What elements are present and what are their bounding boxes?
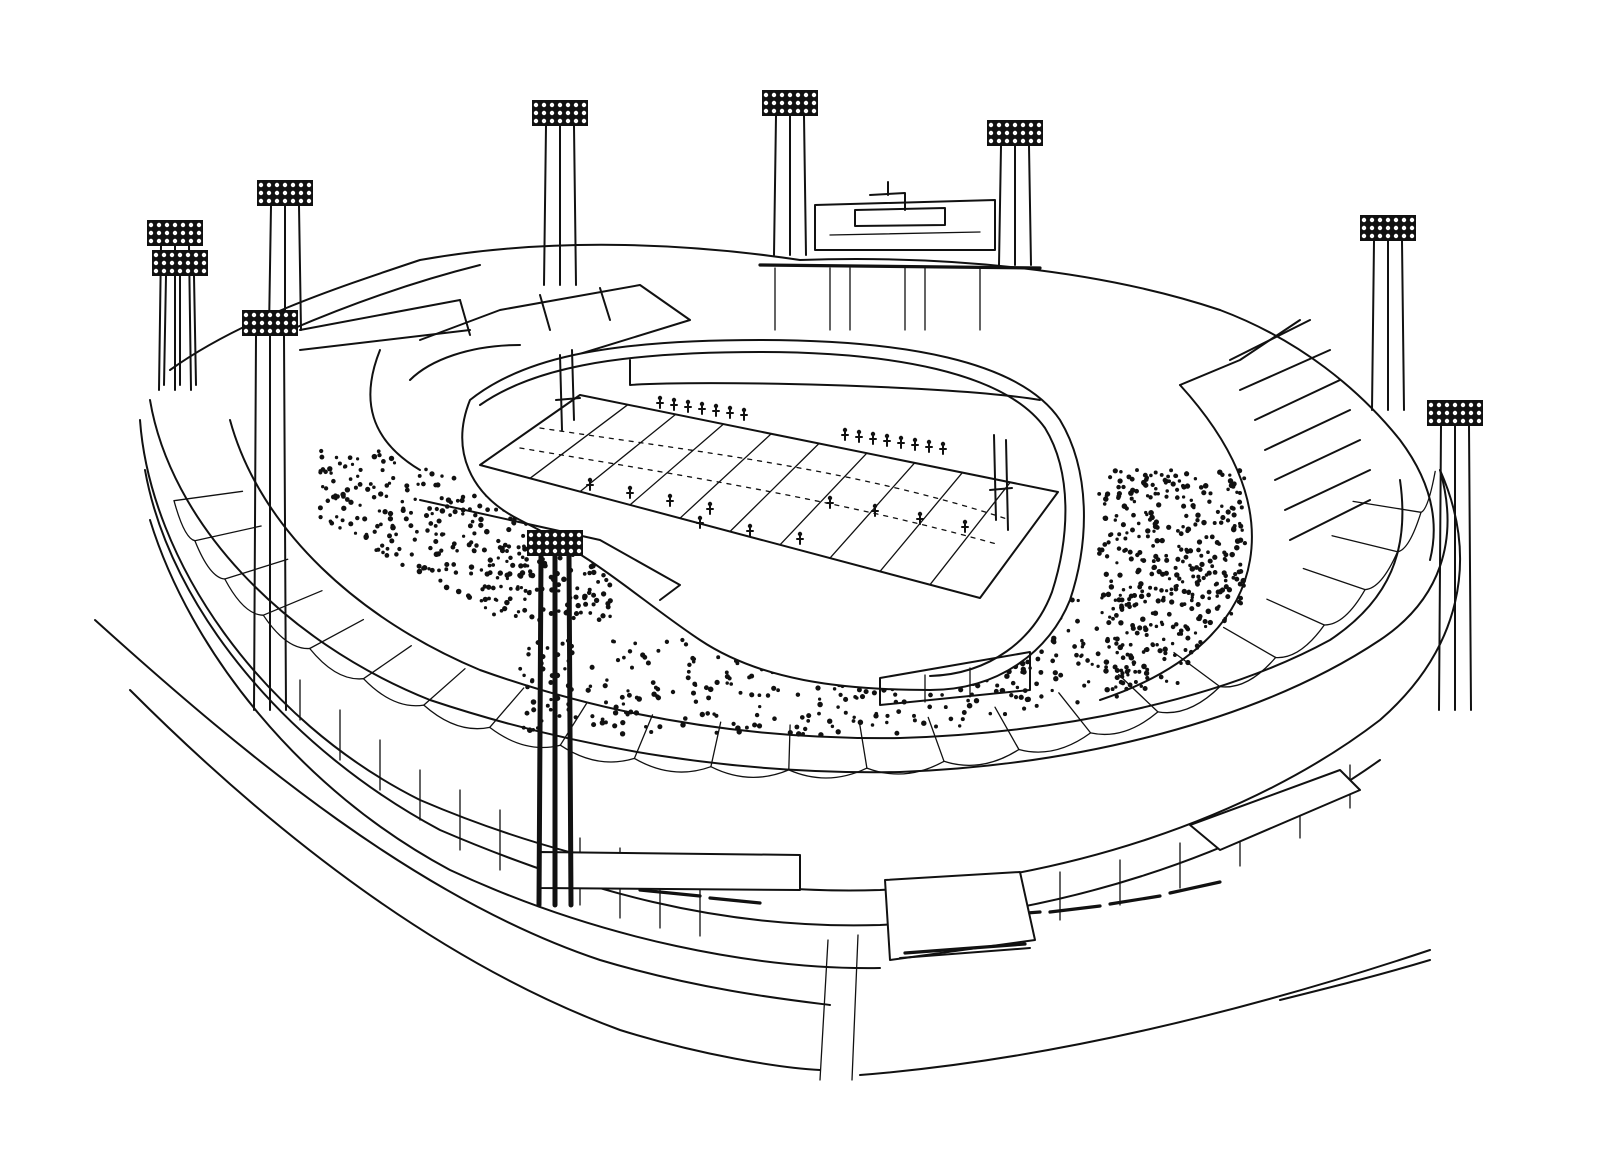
upper-stands: [169, 243, 1435, 701]
floodlight-tower: [242, 310, 298, 711]
floodlight-tower: [1427, 400, 1483, 711]
floodlight-tower: [257, 180, 313, 331]
floodlight-tower: [527, 530, 583, 908]
floodlight-tower: [1360, 215, 1416, 411]
floodlight-tower: [152, 250, 208, 386]
floodlight-tower: [532, 100, 588, 286]
floodlight-tower: [762, 90, 818, 256]
press-box: [758, 181, 1042, 331]
ground-lines: [94, 619, 1431, 1081]
floodlight-tower: [987, 120, 1043, 266]
floodlight-tower: [147, 220, 203, 391]
field-surround: [419, 339, 1085, 706]
football-field: [479, 349, 1059, 599]
floodlight-towers: [147, 90, 1483, 908]
roof-ring: [149, 399, 1449, 779]
entrance-blocks: [539, 769, 1361, 961]
